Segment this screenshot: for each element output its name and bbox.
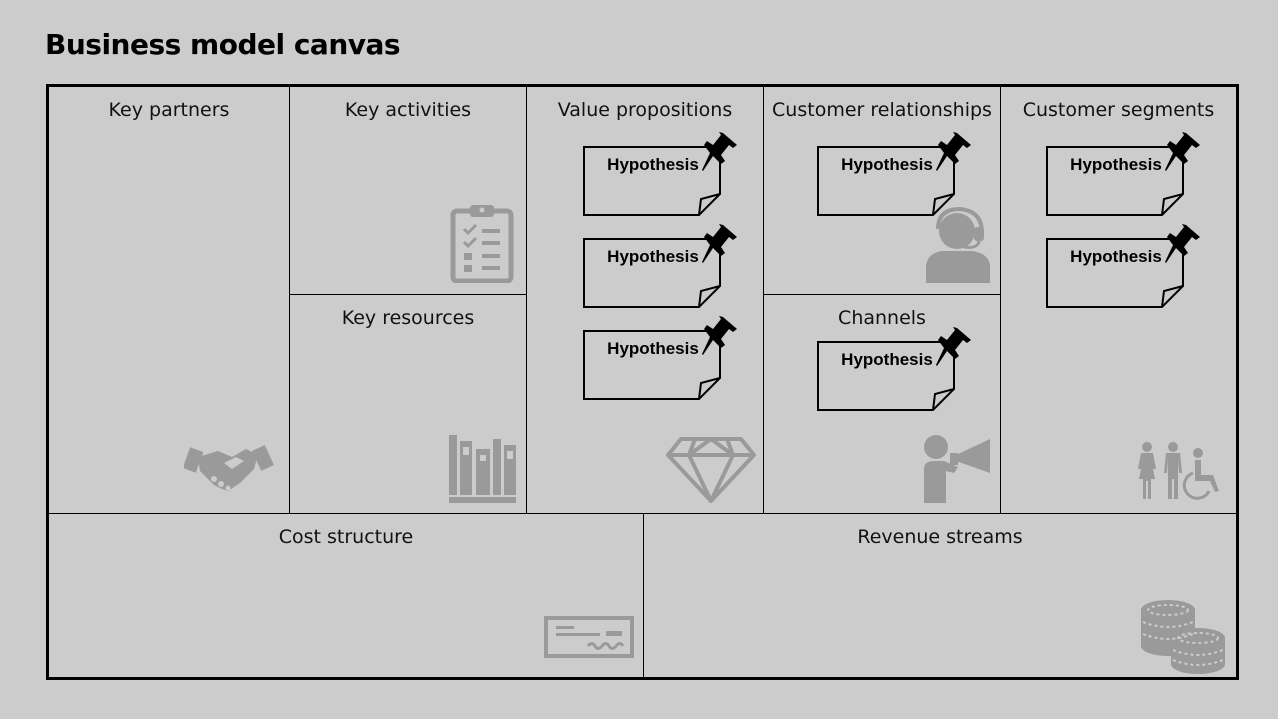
page-title: Business model canvas [45,28,401,61]
note-text: Hypothesis [607,339,699,358]
people-icon [1135,441,1229,501]
block-channels: Channels Hypothesis [763,294,1000,513]
block-revenue-streams: Revenue streams [643,513,1236,677]
block-label: Value propositions [557,99,733,121]
coins-icon [1140,598,1228,674]
block-key-resources: Key resources [289,294,526,513]
clipboard-checklist-icon [450,203,514,283]
handshake-icon [184,439,274,499]
block-label: Cost structure [278,526,414,548]
hypothesis-note[interactable]: Hypothesis [1046,131,1200,216]
note-text: Hypothesis [1070,247,1162,266]
hypothesis-note[interactable]: Hypothesis [817,131,971,216]
block-value-propositions: Value propositions Hypothesis Hypothesis [526,87,763,513]
hypothesis-note[interactable]: Hypothesis [1046,223,1200,308]
business-model-canvas: Key partners Key activities [46,84,1239,680]
note-text: Hypothesis [841,155,933,174]
block-label: Customer segments [1022,99,1215,121]
block-key-partners: Key partners [49,87,289,513]
block-label: Channels [838,307,926,329]
note-text: Hypothesis [607,247,699,266]
block-label: Key partners [108,99,230,121]
hypothesis-note[interactable]: Hypothesis [583,315,737,400]
hypothesis-note[interactable]: Hypothesis [817,326,971,411]
block-key-activities: Key activities [289,87,526,294]
note-text: Hypothesis [607,155,699,174]
block-customer-segments: Customer segments Hypothesis Hypothesis [1000,87,1236,513]
block-label: Customer relationships [772,99,992,121]
hypothesis-note[interactable]: Hypothesis [583,131,737,216]
block-label: Key resources [341,307,475,329]
megaphone-person-icon [922,433,994,505]
note-text: Hypothesis [1070,155,1162,174]
block-label: Revenue streams [857,526,1023,548]
note-text: Hypothesis [841,350,933,369]
block-label: Key activities [344,99,472,121]
block-cost-structure: Cost structure [49,513,643,677]
hypothesis-note[interactable]: Hypothesis [583,223,737,308]
diamond-icon [665,435,757,505]
support-agent-icon [924,205,994,285]
block-customer-relationships: Customer relationships Hypothesis [763,87,1000,294]
cheque-icon [544,616,636,660]
books-icon [447,433,519,505]
